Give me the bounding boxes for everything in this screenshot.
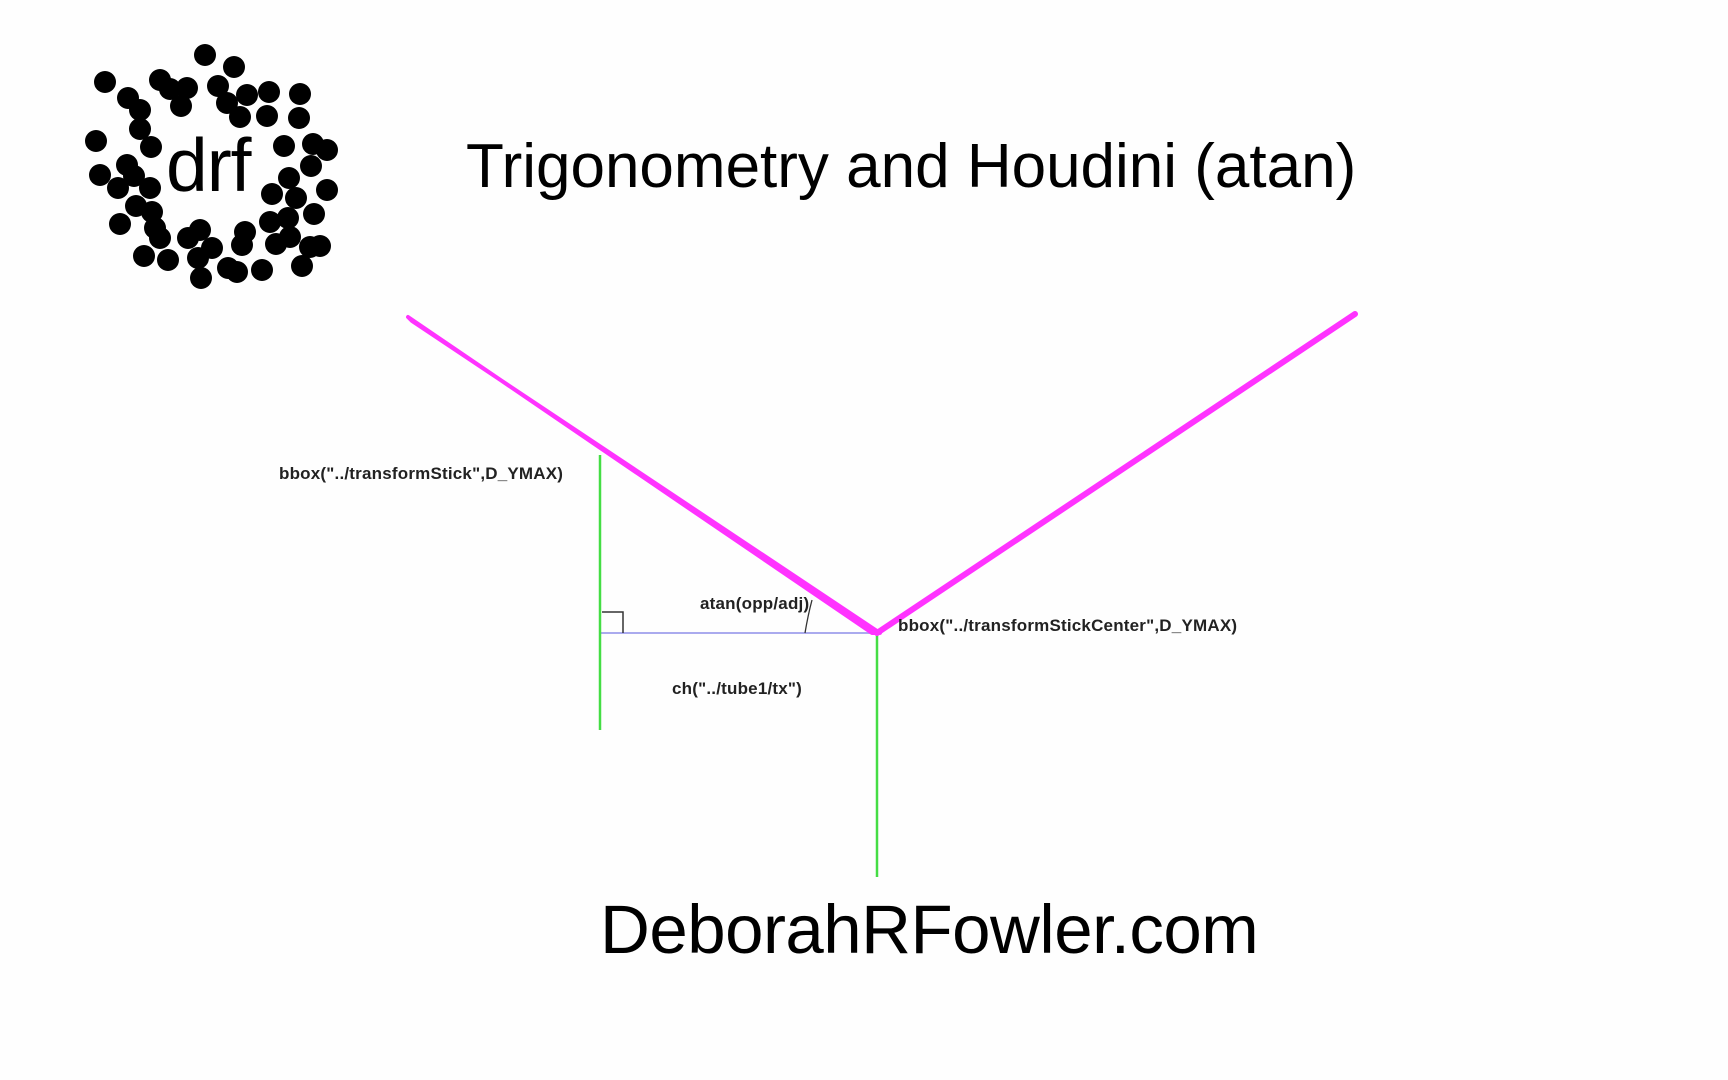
drf-logo	[85, 44, 338, 289]
logo-dot	[149, 227, 171, 249]
logo-dot	[94, 71, 116, 93]
logo-dot	[303, 203, 325, 225]
label-stick-ymax: bbox("../transformStick",D_YMAX)	[279, 464, 564, 483]
logo-dot	[176, 77, 198, 99]
logo-dot	[109, 213, 131, 235]
logo-dot	[229, 106, 251, 128]
logo-dot	[273, 135, 295, 157]
logo-dot	[278, 167, 300, 189]
logo-dot	[258, 81, 280, 103]
logo-dot	[89, 164, 111, 186]
website-url: DeborahRFowler.com	[600, 891, 1259, 968]
logo-text: drf	[166, 123, 252, 207]
logo-dot	[231, 234, 253, 256]
logo-dot	[316, 179, 338, 201]
logo-dot	[289, 83, 311, 105]
logo-dot	[159, 78, 181, 100]
logo-dot	[107, 177, 129, 199]
label-angle: atan(opp/adj)	[700, 594, 810, 613]
logo-dot	[288, 107, 310, 129]
logo-dot	[256, 105, 278, 127]
angle-arc	[804, 599, 813, 634]
logo-dot	[259, 211, 281, 233]
page-title: Trigonometry and Houdini (atan)	[466, 132, 1357, 201]
logo-dot	[261, 183, 283, 205]
logo-dot	[207, 75, 229, 97]
logo-dot	[139, 177, 161, 199]
logo-dot	[226, 261, 248, 283]
logo-dot	[133, 245, 155, 267]
label-adjacent: ch("../tube1/tx")	[672, 679, 803, 698]
logo-dot	[291, 255, 313, 277]
logo-dot	[316, 139, 338, 161]
logo-dot	[123, 165, 145, 187]
logo-dot	[85, 130, 107, 152]
right-angle-marker	[602, 611, 624, 633]
logo-dot	[223, 56, 245, 78]
stick-right-arm	[874, 311, 1358, 636]
logo-dot	[300, 155, 322, 177]
logo-dot	[129, 99, 151, 121]
logo-dot	[194, 44, 216, 66]
logo-dot	[251, 259, 273, 281]
logo-dot	[177, 227, 199, 249]
logo-dot	[190, 267, 212, 289]
logo-dot	[265, 233, 287, 255]
logo-dot	[170, 95, 192, 117]
logo-dot	[285, 187, 307, 209]
label-stick-center-ymax: bbox("../transformStickCenter",D_YMAX)	[898, 616, 1238, 635]
logo-dot	[277, 207, 299, 229]
logo-dot	[299, 236, 321, 258]
logo-dot	[216, 92, 238, 114]
logo-dot	[140, 136, 162, 158]
logo-dot	[157, 249, 179, 271]
logo-dot	[236, 84, 258, 106]
logo-dot	[187, 247, 209, 269]
logo-dots	[85, 44, 338, 289]
logo-dot	[129, 118, 151, 140]
